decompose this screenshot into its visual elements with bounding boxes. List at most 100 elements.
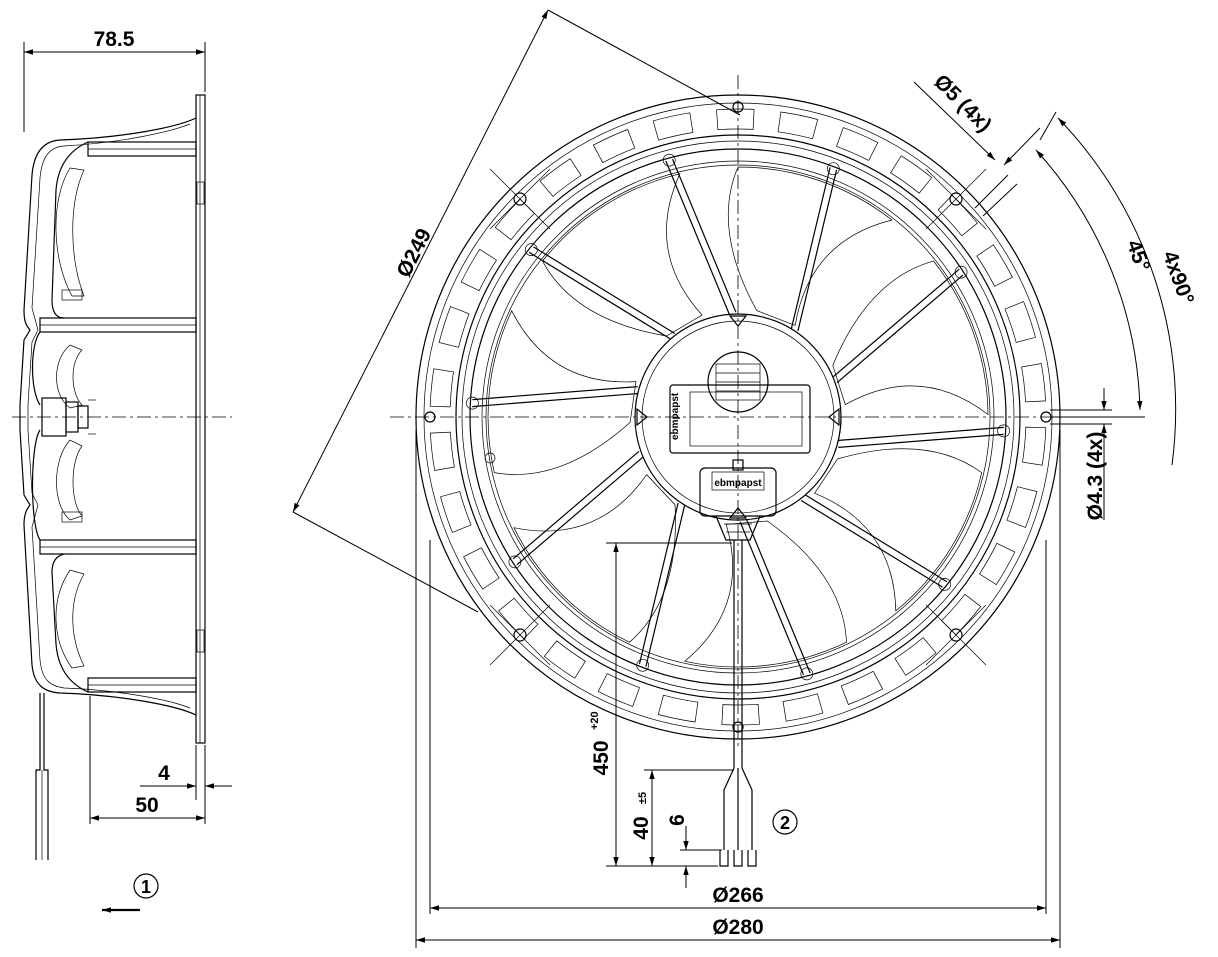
vent-grille <box>707 351 769 413</box>
hole-45-bl <box>513 628 527 642</box>
ring-segment <box>890 155 933 194</box>
guard-spoke-edge <box>797 169 838 332</box>
ring-segment <box>652 112 694 141</box>
ring-segment <box>836 127 879 161</box>
dim-flange-label: 4 <box>158 762 170 785</box>
guard-spoke-edge <box>533 246 676 335</box>
ring-segment <box>941 593 982 636</box>
ring-segment <box>543 640 586 679</box>
ring-segment <box>597 673 640 707</box>
dim-flange <box>140 745 232 824</box>
housing-outline <box>19 117 197 716</box>
dim-depth-50-label: 50 <box>135 794 158 817</box>
flange-clip-top <box>196 181 205 205</box>
guard-spoke-edge <box>516 456 644 566</box>
fan-blade <box>542 173 703 337</box>
guard-spoke-edge <box>805 494 948 583</box>
guard-spoke-edge <box>528 251 671 340</box>
fan-blade <box>513 474 676 643</box>
fan-blade <box>727 166 893 326</box>
dim-hole-43-label: Ø4.3 (4x) <box>1084 432 1107 521</box>
ring-segment <box>592 129 636 164</box>
guard-spoke-end <box>826 162 840 176</box>
guard-spoke-edge <box>838 433 1004 448</box>
guard-spoke-edge <box>671 158 737 313</box>
fan-blade <box>684 520 847 668</box>
dim-cable-length-label: 450 <box>590 740 613 775</box>
ring-segment <box>1004 301 1036 343</box>
guard-spoke-edge <box>472 393 638 408</box>
dim-cable-length-tol: +20 <box>589 711 601 730</box>
flange-plate <box>195 94 206 744</box>
guard-spoke-edge <box>512 450 640 560</box>
blade-profiles <box>55 167 85 669</box>
dim-cable-length <box>606 542 732 867</box>
housing-inner-outline <box>27 123 191 709</box>
guard-spoke-edge <box>832 268 960 378</box>
guard-spoke-end <box>954 265 968 279</box>
side-cable <box>35 693 49 860</box>
ring-segment <box>716 108 755 131</box>
hub-brand-label: ebmpapst <box>670 392 681 440</box>
dim-hole-5 <box>913 81 1041 217</box>
guard-struts <box>31 141 197 693</box>
ring-segment <box>429 368 454 408</box>
ring-segment <box>463 547 500 590</box>
guard-spoke-end <box>997 424 1010 438</box>
dim-depth-50 <box>89 696 205 824</box>
ring-segment <box>937 194 978 237</box>
guard-spoke-edge <box>638 502 679 665</box>
flange-clip-bottom <box>196 629 205 653</box>
guard-spoke-end <box>466 396 479 410</box>
ring-segment <box>1022 426 1047 466</box>
hub-index-marks <box>636 315 840 519</box>
dim-depth-total-label: 78.5 <box>94 28 135 51</box>
dim-angles <box>1035 111 1177 466</box>
dim-angle-45-label: 45° <box>1122 237 1154 275</box>
dim-wire-strip <box>680 826 722 888</box>
dim-diameter-249 <box>292 9 741 613</box>
connector-brand-label: ebmpapst <box>714 478 762 489</box>
hole-45-br <box>949 628 963 642</box>
ring-segment <box>440 491 472 533</box>
guard-spoke-end <box>662 153 676 167</box>
ring-segment <box>976 244 1013 287</box>
dim-depth-total <box>23 42 206 132</box>
view-marker-circle <box>133 873 159 899</box>
dim-angle-4x90-label: 4x90° <box>1158 248 1198 308</box>
ring-segment <box>894 637 937 676</box>
ring-segment <box>777 111 819 140</box>
hole-45-tr <box>949 192 963 206</box>
ring-segment <box>840 670 884 705</box>
ring-segment <box>782 693 824 722</box>
dim-lead-strip <box>644 769 734 866</box>
ring-segment <box>460 248 497 292</box>
ring-segment <box>438 306 470 348</box>
dim-hole-43 <box>1050 388 1112 520</box>
guard-spoke-edge <box>746 519 811 674</box>
guard-spoke-edge <box>836 274 964 384</box>
dim-diameter-266 <box>429 540 1047 914</box>
fan-blade <box>832 260 989 416</box>
view-marker-label: 1 <box>141 877 151 897</box>
guard-spoke-end <box>508 555 522 569</box>
ring-segment <box>1021 363 1046 403</box>
ring-segment <box>979 542 1016 586</box>
guard-spoke-edge <box>800 499 943 588</box>
guard-spokes <box>466 153 1010 681</box>
dim-lead-strip-tol: ±5 <box>637 792 649 804</box>
guard-spoke-edge <box>838 426 1004 441</box>
dim-diameter-280-label: Ø280 <box>712 916 763 939</box>
dim-diameter-266-label: Ø266 <box>712 884 763 907</box>
guard-spoke-end <box>938 578 952 591</box>
dim-wire-strip-label: 6 <box>666 814 689 826</box>
guard-spoke-edge <box>665 160 730 315</box>
ring-segment <box>498 597 539 640</box>
dim-lead-strip-label: 40 <box>630 816 653 839</box>
fan-blade <box>814 448 983 612</box>
dim-diameter-249-label: Ø249 <box>392 225 436 281</box>
dim-hole-5-label: Ø5 (4x) <box>929 70 996 137</box>
connector: ebmpapst <box>699 459 777 541</box>
guard-spoke-end <box>800 667 814 681</box>
